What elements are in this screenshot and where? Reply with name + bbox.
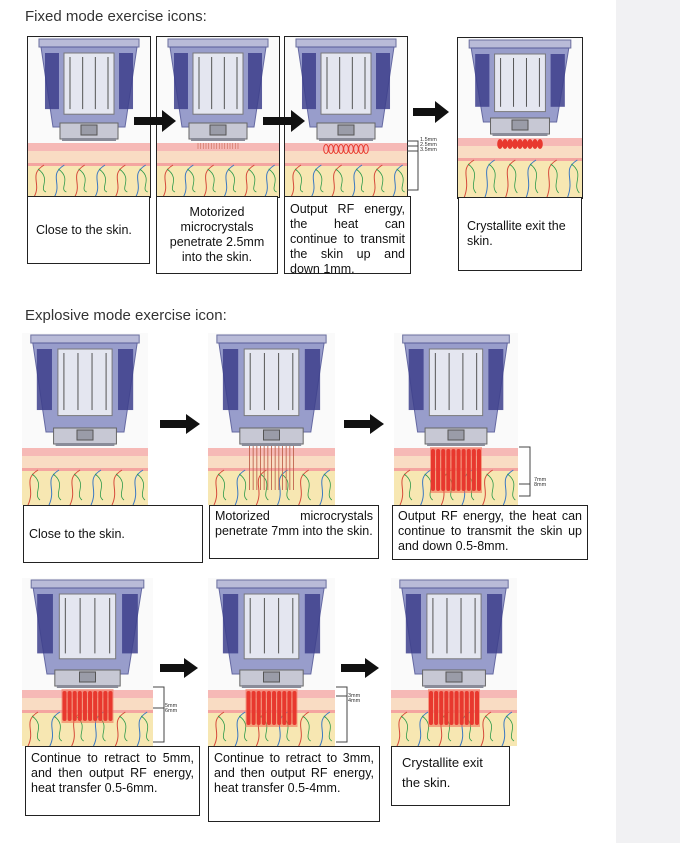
depth-bracket <box>407 140 419 191</box>
fixed-mode-title: Fixed mode exercise icons: <box>25 8 207 25</box>
arrow-icon <box>160 414 200 434</box>
page-margin <box>616 0 680 843</box>
fixed-step-2-illustration <box>156 36 280 198</box>
depth-bracket <box>153 686 165 743</box>
explosive-caption-3: Output RF energy, the heat can continue … <box>392 505 588 560</box>
device-skin-illustration <box>285 38 407 197</box>
depth-bracket <box>336 686 348 743</box>
device-skin-illustration <box>391 579 517 746</box>
explosive-caption-1: Close to the skin. <box>23 505 203 563</box>
explosive-step-5-illustration <box>208 578 335 746</box>
device-skin-illustration <box>22 579 153 746</box>
depth-bracket <box>519 446 531 497</box>
device-skin-illustration <box>208 334 335 505</box>
arrow-icon <box>413 101 449 123</box>
explosive-caption-5: Continue to retract to 3mm, and then out… <box>208 746 380 822</box>
explosive-caption-2: Motorized microcrystals penetrate 7mm in… <box>209 505 379 559</box>
arrow-icon <box>263 110 305 132</box>
explosive-caption-4: Continue to retract to 5mm, and then out… <box>25 746 200 816</box>
fixed-caption-4: Crystallite exit the skin. <box>458 197 582 271</box>
arrow-icon <box>344 414 384 434</box>
fixed-caption-1: Close to the skin. <box>27 196 150 264</box>
fixed-step-4-illustration <box>457 37 583 199</box>
arrow-icon <box>134 110 176 132</box>
fixed-step-3-illustration <box>284 36 408 198</box>
explosive-step-4-illustration <box>22 578 153 746</box>
explosive-mode-title: Explosive mode exercise icon: <box>25 307 227 324</box>
fixed-step-1-illustration <box>27 36 151 198</box>
arrow-icon <box>160 658 198 678</box>
explosive-caption-6: Crystallite exit the skin. <box>391 746 510 806</box>
device-skin-illustration <box>28 38 150 197</box>
device-skin-illustration <box>458 39 582 198</box>
explosive-step-3-illustration <box>394 333 518 505</box>
explosive-step-2-illustration <box>208 333 335 505</box>
device-skin-illustration <box>394 334 518 505</box>
fixed-caption-3: Output RF energy, the heat can continue … <box>284 196 411 276</box>
arrow-icon <box>341 658 379 678</box>
explosive-step-1-illustration <box>22 333 148 505</box>
device-skin-illustration <box>157 38 279 197</box>
device-skin-illustration <box>208 579 335 746</box>
device-skin-illustration <box>22 334 148 505</box>
fixed-caption-2: Motorized microcrystals penetrate 2.5mm … <box>156 196 278 274</box>
explosive-step-6-illustration <box>391 578 517 746</box>
